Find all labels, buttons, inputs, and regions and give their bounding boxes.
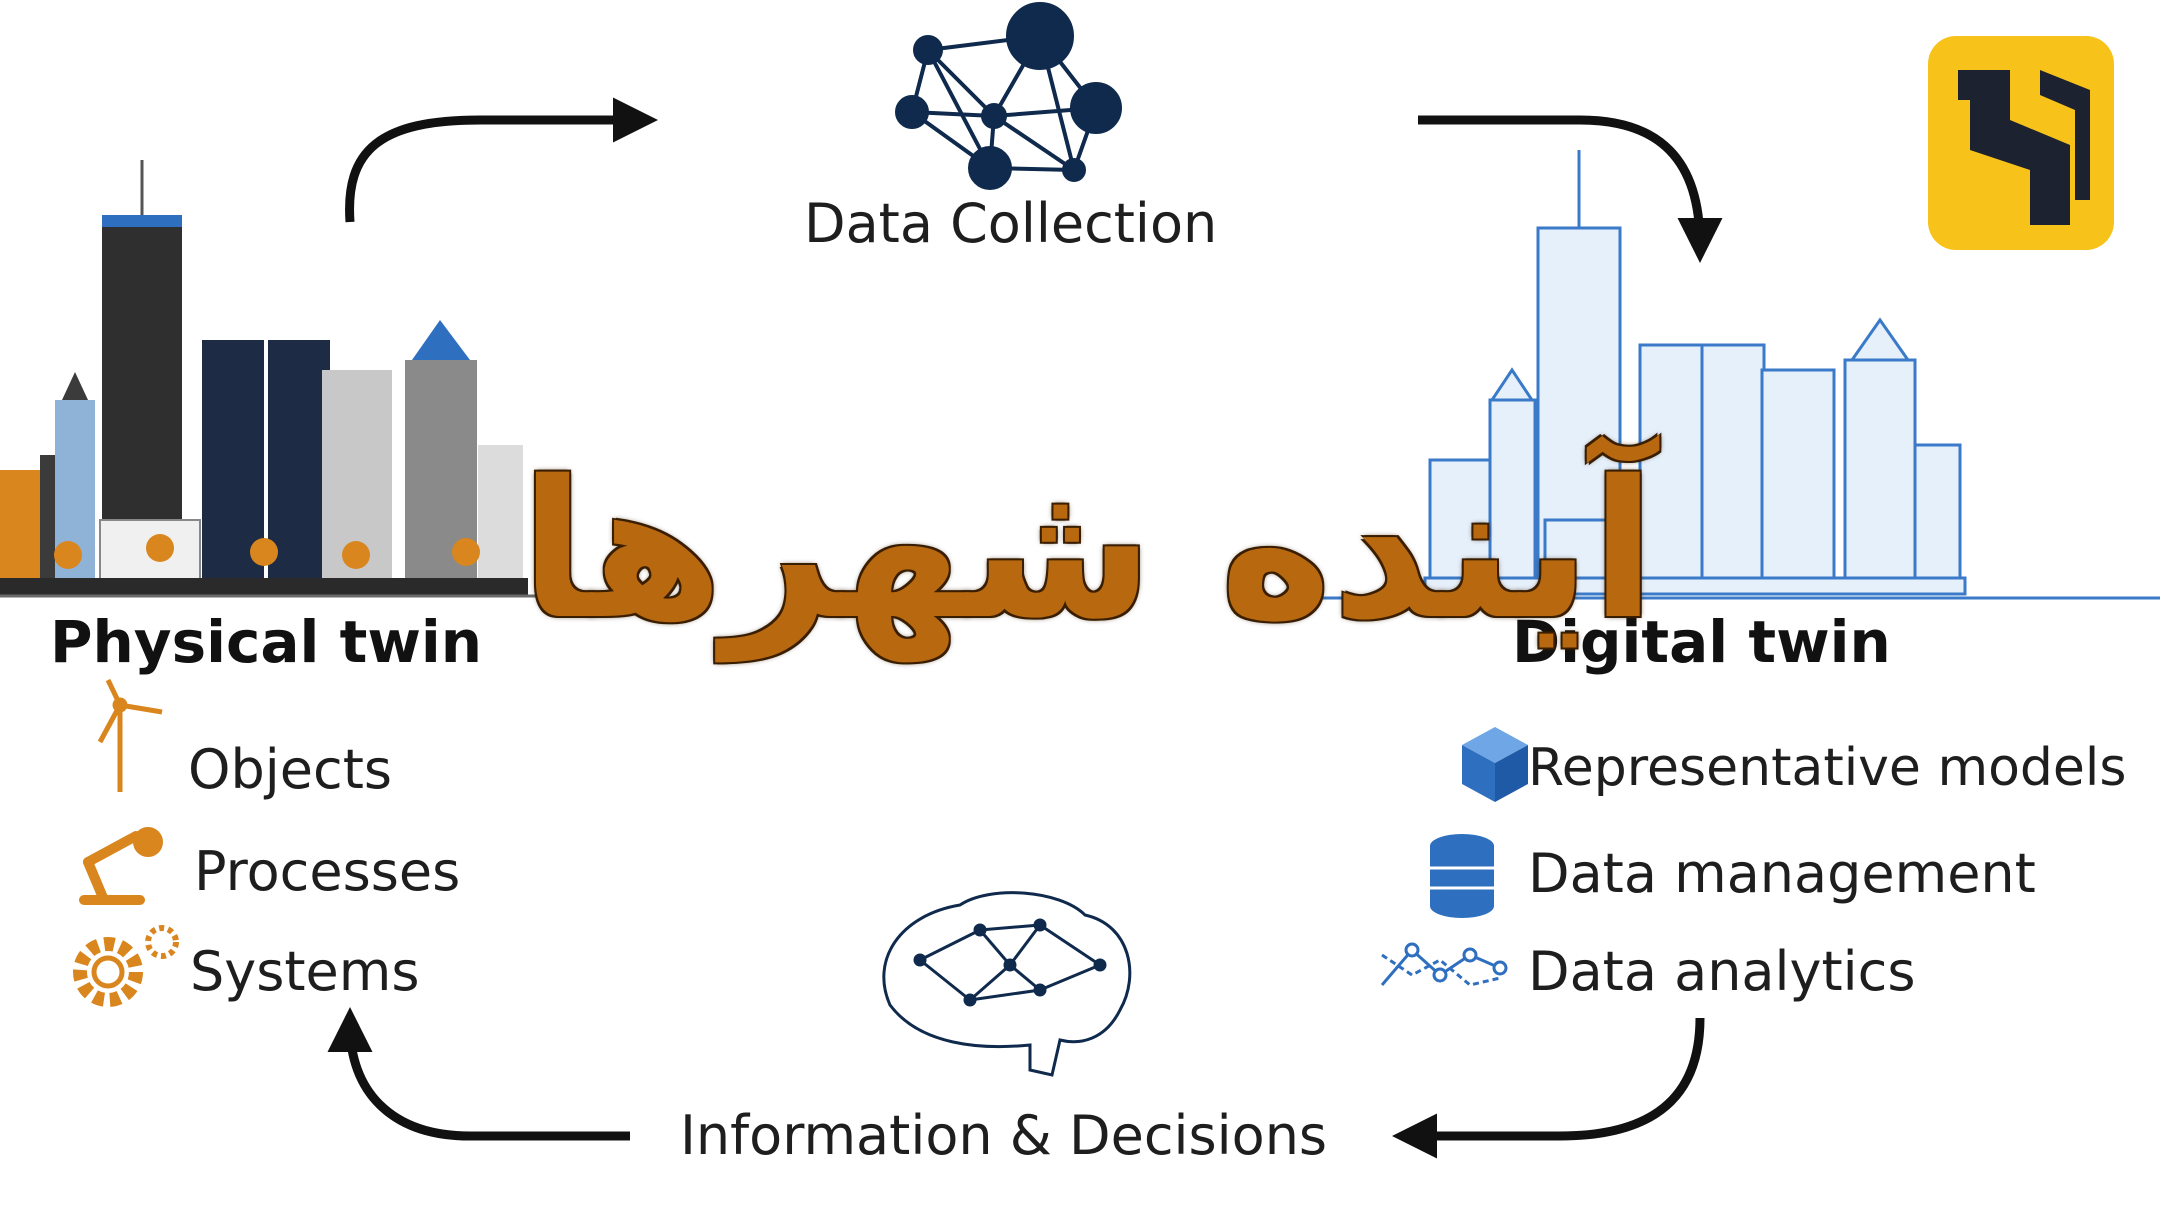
wind-turbine-icon: [97, 678, 163, 792]
arrow-to-physical-twin: [327, 1007, 630, 1141]
arrow-to-digital-twin: [1418, 115, 1723, 263]
cube-icon: [1462, 727, 1528, 802]
overlay-title-persian: آینده شهرها: [520, 440, 1656, 661]
physical-twin-title: Physical twin: [50, 608, 483, 676]
physical-item-processes: Processes: [194, 840, 461, 903]
arrow-to-information: [1392, 1017, 1705, 1159]
line-graph-icon: [1380, 942, 1508, 987]
arrow-to-data-collection: [345, 97, 658, 223]
physical-item-objects: Objects: [188, 738, 393, 801]
gears-icon: [73, 925, 179, 1007]
information-decisions-label: Information & Decisions: [680, 1104, 1328, 1167]
brand-logo-icon: [1928, 36, 2114, 250]
data-collection-label: Data Collection: [804, 192, 1218, 255]
digital-item-data-analytics: Data analytics: [1528, 940, 1916, 1003]
physical-city-skyline: [0, 160, 528, 598]
digital-twin-title: Digital twin: [1512, 608, 1891, 676]
digital-city-skyline: [1230, 150, 2160, 600]
network-icon: [895, 2, 1122, 190]
robot-arm-icon: [79, 827, 163, 905]
database-icon: [1430, 834, 1494, 918]
digital-item-data-management: Data management: [1528, 842, 2036, 905]
digital-item-representative-models: Representative models: [1528, 738, 2127, 798]
brain-network-icon: [882, 891, 1132, 1077]
physical-item-systems: Systems: [190, 940, 420, 1003]
